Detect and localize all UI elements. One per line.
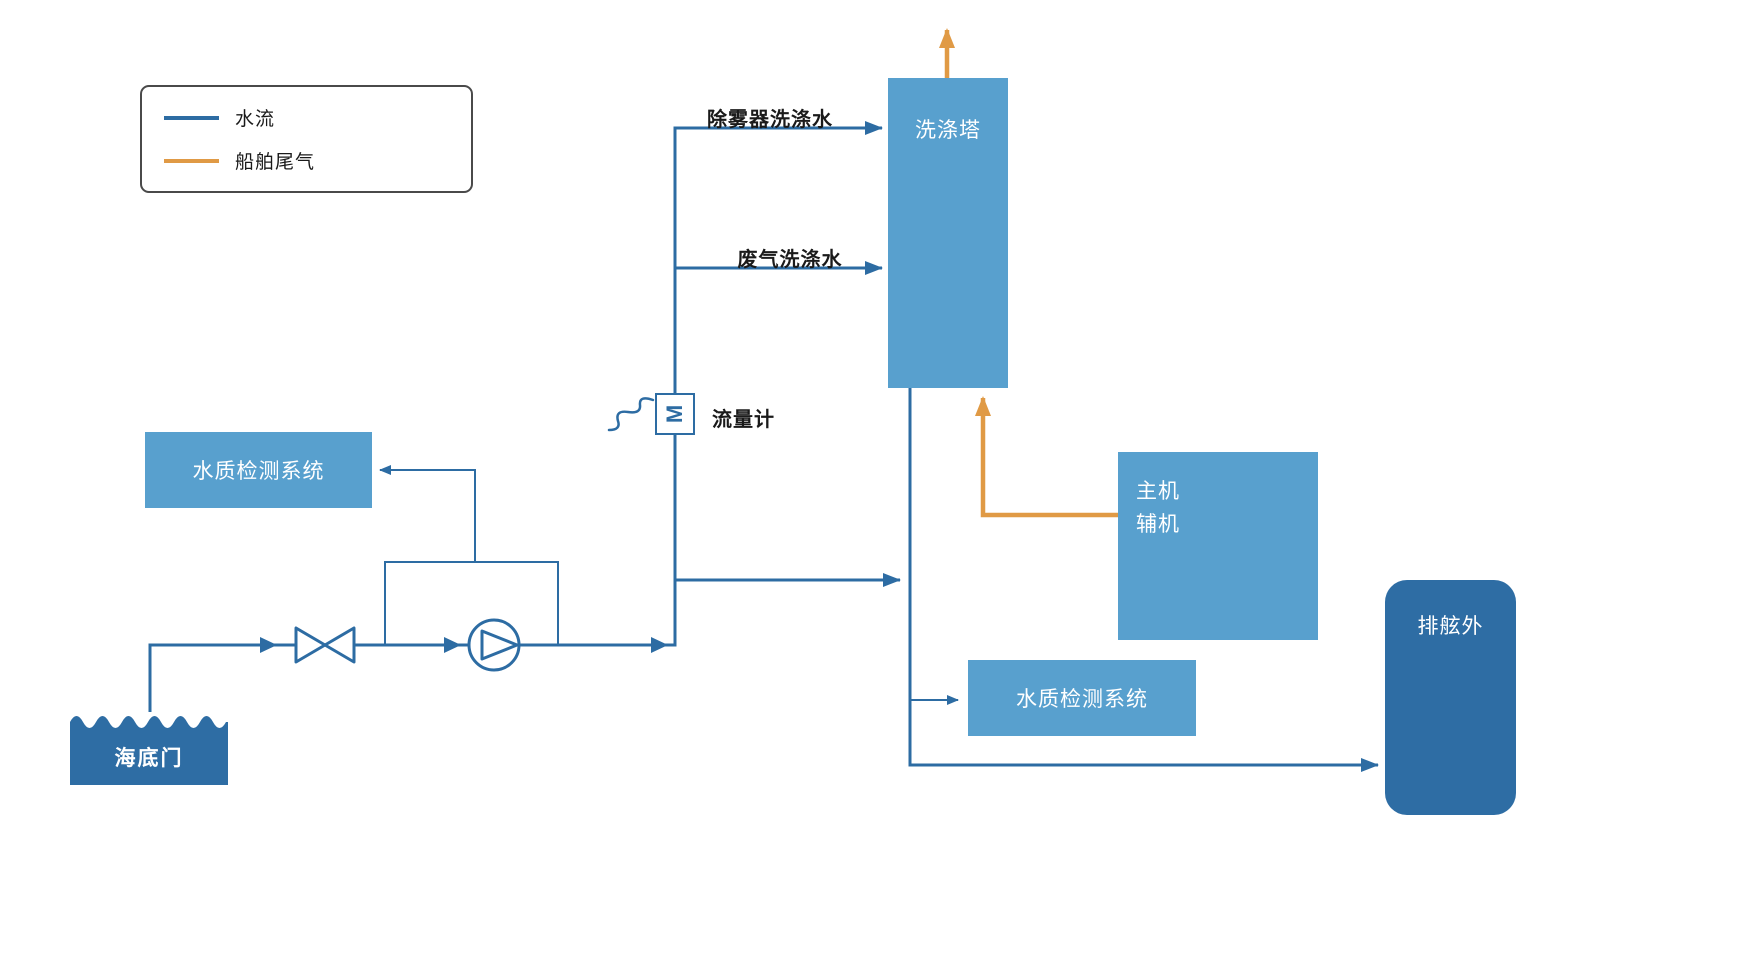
engines-label-main: 主机	[1136, 480, 1180, 503]
valve-right-triangle	[323, 626, 356, 664]
scrubber-tower-label: 洗涤塔	[915, 119, 981, 142]
pump-impeller	[480, 629, 519, 661]
pump-icon	[467, 618, 521, 672]
pipe-engine-exhaust	[975, 396, 1118, 518]
flow-arrowhead	[651, 637, 668, 653]
legend-item-water: 水流	[164, 104, 449, 131]
valve-icon	[294, 626, 356, 664]
flow-meter-squiggle	[607, 397, 655, 432]
flow-meter-symbol: M	[661, 404, 687, 424]
legend: 水流 船舶尾气	[140, 85, 473, 193]
demister-wash-water-label: 除雾器洗涤水	[707, 109, 833, 131]
engines-box: 主机 辅机	[1118, 452, 1318, 640]
exhaust-wash-water-label: 废气洗涤水	[737, 249, 843, 271]
water-flow-line-icon	[164, 115, 219, 120]
sea-chest-label: 海底门	[114, 747, 184, 770]
water-quality-system-left-box: 水质检测系统	[145, 432, 372, 508]
flow-meter-label: 流量计	[712, 409, 775, 431]
exhaust-gas-line-icon	[164, 158, 219, 163]
engines-label-aux: 辅机	[1136, 512, 1180, 536]
water-quality-system-right-box: 水质检测系统	[968, 660, 1196, 736]
pipe-main-to-demister	[148, 121, 883, 712]
flow-arrowhead	[260, 637, 277, 653]
pipe-drain-overboard	[908, 388, 1379, 772]
flow-meter-icon: M	[655, 393, 695, 435]
legend-label: 船舶尾气	[235, 152, 316, 173]
flow-arrowhead	[444, 637, 461, 653]
scrubber-tower-box: 洗涤塔	[888, 78, 1008, 388]
overboard-box: 排舷外	[1385, 580, 1516, 815]
pipe-to-wq-left	[379, 465, 476, 562]
pipe-sampling-loop	[384, 561, 559, 645]
valve-left-triangle	[294, 626, 327, 664]
sea-chest-shape	[70, 716, 228, 785]
legend-label: 水流	[235, 109, 276, 130]
legend-item-exhaust: 船舶尾气	[164, 147, 449, 174]
